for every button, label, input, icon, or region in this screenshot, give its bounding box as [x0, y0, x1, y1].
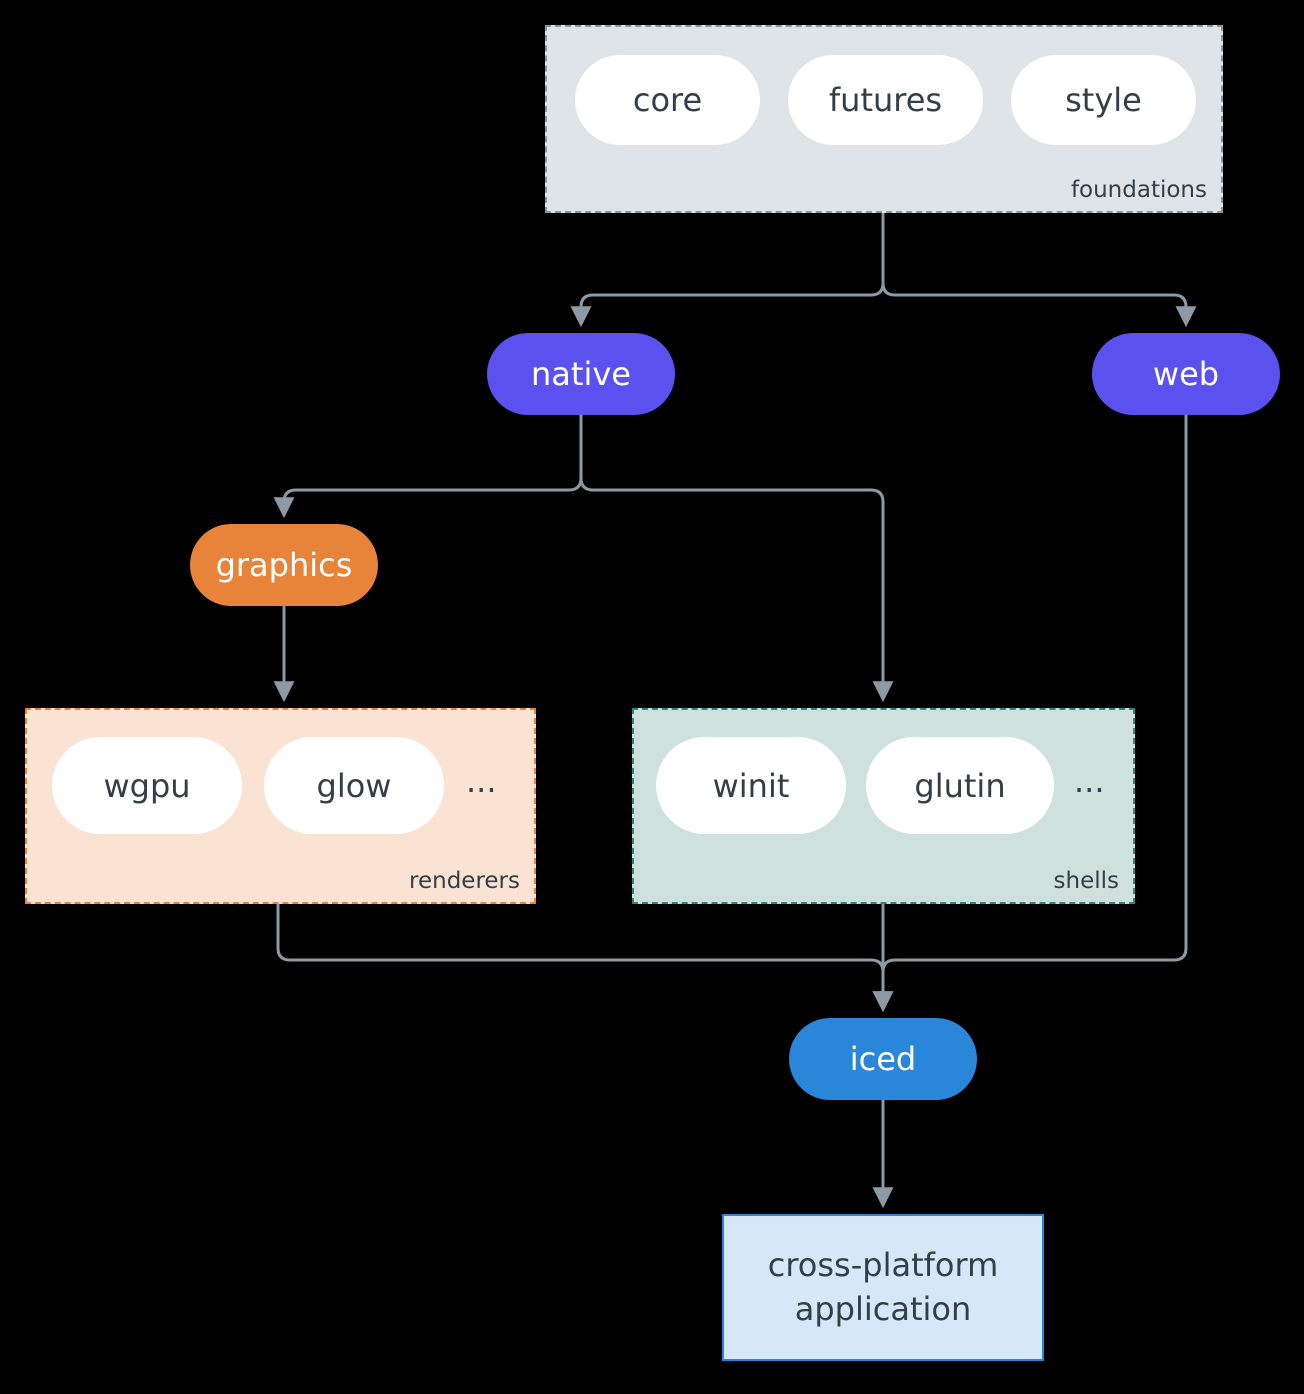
cluster-label-shells: shells: [1053, 868, 1119, 894]
node-graphics[interactable]: graphics: [190, 524, 378, 606]
pill-style[interactable]: style: [1011, 55, 1196, 145]
renderers-items: wgpu glow ...: [52, 737, 497, 834]
node-native[interactable]: native: [487, 333, 675, 415]
shells-items: winit glutin ...: [656, 737, 1105, 834]
application-line-2: application: [794, 1289, 972, 1328]
edge-native-shells: [579, 413, 894, 703]
cluster-renderers: wgpu glow ... renderers: [25, 708, 536, 904]
cluster-shells: winit glutin ... shells: [632, 708, 1135, 904]
cluster-label-renderers: renderers: [409, 868, 520, 894]
edge-foundations-native: [570, 211, 885, 328]
pill-core[interactable]: core: [575, 55, 760, 145]
application-line-1: cross-platform: [767, 1246, 999, 1285]
cluster-foundations: core futures style foundations: [545, 25, 1223, 213]
cluster-label-foundations: foundations: [1070, 177, 1207, 203]
renderers-ellipsis: ...: [466, 761, 497, 800]
edge-foundations-web: [881, 211, 1197, 328]
pill-wgpu[interactable]: wgpu: [52, 737, 242, 834]
edge-native-graphics: [273, 413, 583, 519]
pill-futures[interactable]: futures: [788, 55, 983, 145]
node-cross-platform-application[interactable]: cross-platform application: [722, 1214, 1044, 1361]
shells-ellipsis: ...: [1074, 761, 1105, 800]
foundations-items: core futures style: [575, 55, 1196, 145]
pill-winit[interactable]: winit: [656, 737, 846, 834]
pill-glutin[interactable]: glutin: [866, 737, 1054, 834]
node-iced[interactable]: iced: [789, 1018, 977, 1100]
node-web[interactable]: web: [1092, 333, 1280, 415]
edge-renderers-iced: [276, 902, 894, 1013]
pill-glow[interactable]: glow: [264, 737, 444, 834]
